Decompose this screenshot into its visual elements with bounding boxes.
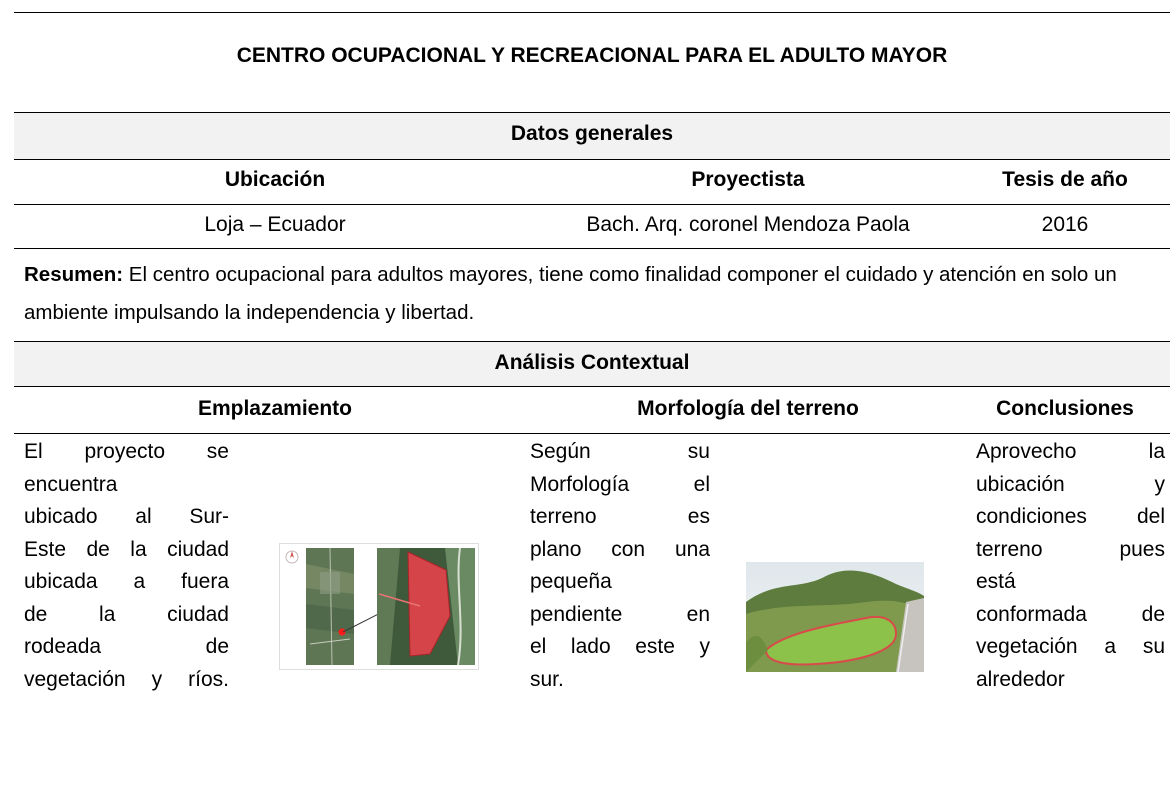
emplazamiento-line: El proyecto se	[24, 440, 229, 463]
analisis-header-rule	[14, 433, 1170, 434]
morfologia-line: pequeña	[530, 570, 612, 593]
datos-mid-rule	[14, 159, 1170, 160]
conclusiones-line: está	[976, 570, 1016, 593]
datos-top-rule	[14, 112, 1170, 113]
morfologia-line: plano con una	[530, 537, 710, 561]
analisis-header: Análisis Contextual	[494, 351, 690, 374]
analisis-mid-rule	[14, 386, 1170, 387]
satellite-site-map-image	[279, 543, 479, 670]
datos-bottom-rule	[14, 248, 1170, 249]
col-header-morfologia: Morfología del terreno	[637, 397, 859, 420]
col-header-tesis: Tesis de año	[1002, 168, 1128, 191]
morfologia-line: terreno es	[530, 505, 710, 528]
col-header-emplazamiento: Emplazamiento	[197, 397, 353, 420]
col-header-proyectista: Proyectista	[691, 168, 805, 191]
resumen-text: El centro ocupacional para adultos mayor…	[24, 263, 1117, 324]
emplazamiento-text: El proyecto se encuentra ubicado al Sur-…	[24, 436, 229, 696]
conclusiones-line: Aprovecho la	[976, 440, 1165, 463]
emplazamiento-line: rodeada de	[24, 635, 229, 658]
value-tesis: 2016	[1041, 213, 1089, 236]
resumen-label: Resumen:	[24, 263, 124, 286]
morfologia-text: Según su Morfología el terreno es plano …	[530, 436, 710, 696]
datos-generales-header: Datos generales	[510, 122, 674, 145]
emplazamiento-line: Este de la ciudad	[24, 537, 229, 561]
emplazamiento-line: encuentra	[24, 472, 118, 496]
conclusiones-line: terreno pues	[976, 537, 1165, 561]
emplazamiento-line: ubicado al Sur-	[24, 505, 229, 528]
conclusiones-line: conformada de	[976, 602, 1165, 626]
analisis-top-rule	[14, 341, 1170, 342]
conclusiones-line: ubicación y	[976, 472, 1165, 496]
conclusiones-line: condiciones del	[976, 505, 1165, 528]
datos-generales-band	[14, 112, 1170, 159]
value-proyectista: Bach. Arq. coronel Mendoza Paola	[586, 213, 910, 236]
morfologia-line: sur.	[530, 667, 564, 691]
document-title: CENTRO OCUPACIONAL Y RECREACIONAL PARA E…	[236, 44, 948, 67]
conclusiones-line: vegetación a su	[976, 635, 1165, 658]
morfologia-line: pendiente en	[530, 602, 710, 626]
col-header-ubicacion: Ubicación	[224, 168, 326, 191]
resumen-paragraph: Resumen: El centro ocupacional para adul…	[24, 256, 1164, 332]
top-rule	[14, 12, 1170, 13]
morfologia-line: el lado este y	[530, 635, 710, 658]
terrain-photo-graphic	[746, 562, 924, 672]
terrain-photo-image	[746, 562, 924, 672]
site-map-graphic	[280, 544, 478, 669]
datos-header-rule	[14, 204, 1170, 205]
analisis-band	[14, 341, 1170, 386]
value-ubicacion: Loja – Ecuador	[204, 213, 346, 236]
morfologia-line: Según su	[530, 440, 710, 463]
conclusiones-text: Aprovecho la ubicación y condiciones del…	[976, 436, 1165, 696]
conclusiones-line: alrededor	[976, 667, 1065, 691]
morfologia-line: Morfología el	[530, 472, 710, 496]
col-header-conclusiones: Conclusiones	[996, 397, 1134, 420]
emplazamiento-line: vegetación y ríos.	[24, 667, 229, 691]
emplazamiento-line: ubicada a fuera	[24, 570, 229, 593]
emplazamiento-line: de la ciudad	[24, 602, 229, 626]
